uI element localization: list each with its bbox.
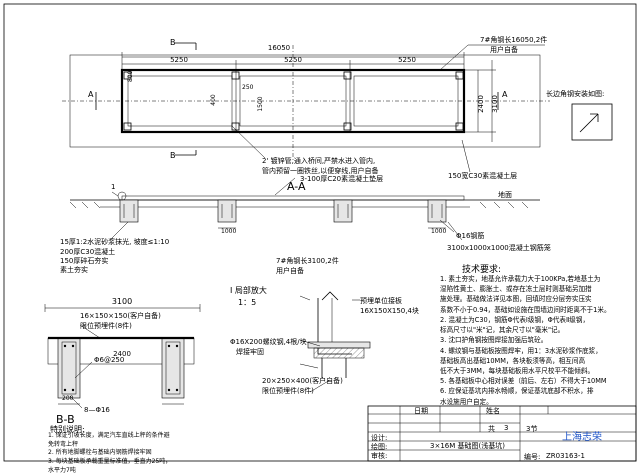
section-mark-b-bottom: B xyxy=(170,151,176,160)
detail-scale: 1：5 xyxy=(238,298,256,307)
detail-bolt-note-2: 焊接牢固 xyxy=(236,347,264,356)
bb-rebar-count: 8—Φ16 xyxy=(84,406,110,414)
plan-dim-1500: 1500 xyxy=(257,96,264,111)
special-notes: 1. 保证引坡长度，满足汽车直线上秤的条件避 免转弯上秤 2. 所有地脚螺栓与基… xyxy=(48,432,172,474)
drawing-sheet: 16050 5250 5250 5250 2400 3100 1500 400 … xyxy=(3,3,637,474)
tb-review-label: 审核: xyxy=(371,452,388,460)
angle-install-box xyxy=(571,103,613,141)
drawing-canvas: 16050 5250 5250 5250 2400 3100 1500 400 … xyxy=(3,3,637,462)
aa-layer-2: 200厚C30混凝土 xyxy=(60,247,115,256)
tb-number-label: 编号: xyxy=(524,453,541,461)
bb-plate-note-1: 16×150×150(客户自备) xyxy=(80,311,161,320)
angle-install-label: 长边角钢安装如图: xyxy=(546,89,604,98)
plan-dim-800: 800 xyxy=(127,70,134,82)
section-aa-view xyxy=(69,177,540,241)
detail-plate-note-2: 限位预埋件(8件) xyxy=(262,386,314,395)
tb-date-label: 日期 xyxy=(414,407,428,415)
plan-view xyxy=(62,42,613,173)
bb-dim-200: 200 xyxy=(62,395,74,402)
section-bb-view xyxy=(44,304,201,409)
aa-cage-note: 3100x1000x1000混凝土钢筋笼 xyxy=(447,243,551,252)
detail-bolt-note-1: Φ16X200螺纹钢,4根/块 xyxy=(230,337,307,346)
detail-embed-note-2: 16X150X150,4块 xyxy=(360,306,419,315)
concrete-note: 150宽C30素混凝土层 xyxy=(448,171,517,180)
plan-dim-right: 5250 xyxy=(398,56,416,64)
plan-dim-mid: 5250 xyxy=(284,56,302,64)
title-block xyxy=(367,405,637,462)
plan-angle-note2: 用户自备 xyxy=(490,45,518,54)
plan-angle-note: 7#角钢长16050,2件 xyxy=(480,35,547,44)
plan-dim-left: 5250 xyxy=(170,56,188,64)
aa-label-1: 1 xyxy=(111,183,115,191)
plan-dim-3100: 3100 xyxy=(491,95,499,113)
aa-cushion-note: 3-100厚C20素混凝土垫层 xyxy=(300,174,383,183)
aa-ground-label: 地面 xyxy=(498,190,512,199)
detail-angle-note-2: 用户自备 xyxy=(276,266,304,275)
sheet-border xyxy=(3,3,637,462)
aa-layer-3: 150厚碎石夯实 xyxy=(60,256,108,265)
plan-dim-total: 16050 xyxy=(268,44,290,52)
section-mark-b-top: B xyxy=(170,38,176,47)
pipe-note-2: 管内预留一圈铁丝,以便穿线,用户自备 xyxy=(262,166,378,175)
aa-rebar-label: Φ16钢筋 xyxy=(456,231,484,240)
aa-dim-1000-a: 1000 xyxy=(221,228,236,235)
detail-view xyxy=(299,291,371,393)
section-bb-title: B-B xyxy=(56,413,75,426)
tech-title: 技术要求: xyxy=(462,265,502,275)
detail-embed-note-1: 预埋单位接板 xyxy=(360,296,402,305)
bb-plate-note-2: 限位预埋件(8件) xyxy=(80,321,132,330)
aa-dim-1000-b: 1000 xyxy=(431,228,446,235)
tech-notes: 1. 素土夯实，地基允许承载力大于100KPa,若地基土为 湿陷性黄土、膨胀土、… xyxy=(440,275,611,406)
bb-dim-2400: 2400 xyxy=(113,350,131,358)
bb-dim-3100: 3100 xyxy=(112,297,132,306)
section-aa-title: A-A xyxy=(287,180,306,193)
tb-name-label: 姓名 xyxy=(486,407,500,415)
section-mark-a-right: A xyxy=(502,90,508,99)
special-title: 特别说明: xyxy=(50,425,85,434)
plan-dim-400: 400 xyxy=(210,94,217,106)
plan-dim-2400: 2400 xyxy=(477,95,485,113)
tb-total-label: 共 xyxy=(488,425,495,433)
tb-drawing-title: 3×16M 基础图(浅基坑) xyxy=(430,442,505,450)
tb-total: 3 xyxy=(504,424,509,432)
section-mark-a-left: A xyxy=(88,90,94,99)
tb-sheet-no: 3节 xyxy=(526,425,538,433)
aa-layer-4: 素土夯实 xyxy=(60,265,88,274)
tb-number: ZR03163-1 xyxy=(546,452,585,460)
tb-design-label: 设计: xyxy=(371,434,388,442)
tb-drawing-label: 绘图: xyxy=(371,443,388,451)
detail-title: I 局部放大 xyxy=(230,285,267,295)
company-name: 上海志荣 xyxy=(562,432,602,443)
aa-layer-1: 15厚1:2水泥砂浆抹光, 坡度≤1:10 xyxy=(60,237,169,246)
detail-plate-note-1: 20×250×400(客户自备) xyxy=(262,376,343,385)
plan-dim-250: 250 xyxy=(242,84,254,91)
pipe-note-1: 2' 镀锌管,通入桥间,严禁水进入管内, xyxy=(262,156,375,165)
bb-rebar-dia: Φ6@250 xyxy=(94,356,124,364)
detail-angle-note-1: 7#角钢长3100,2件 xyxy=(276,256,339,265)
